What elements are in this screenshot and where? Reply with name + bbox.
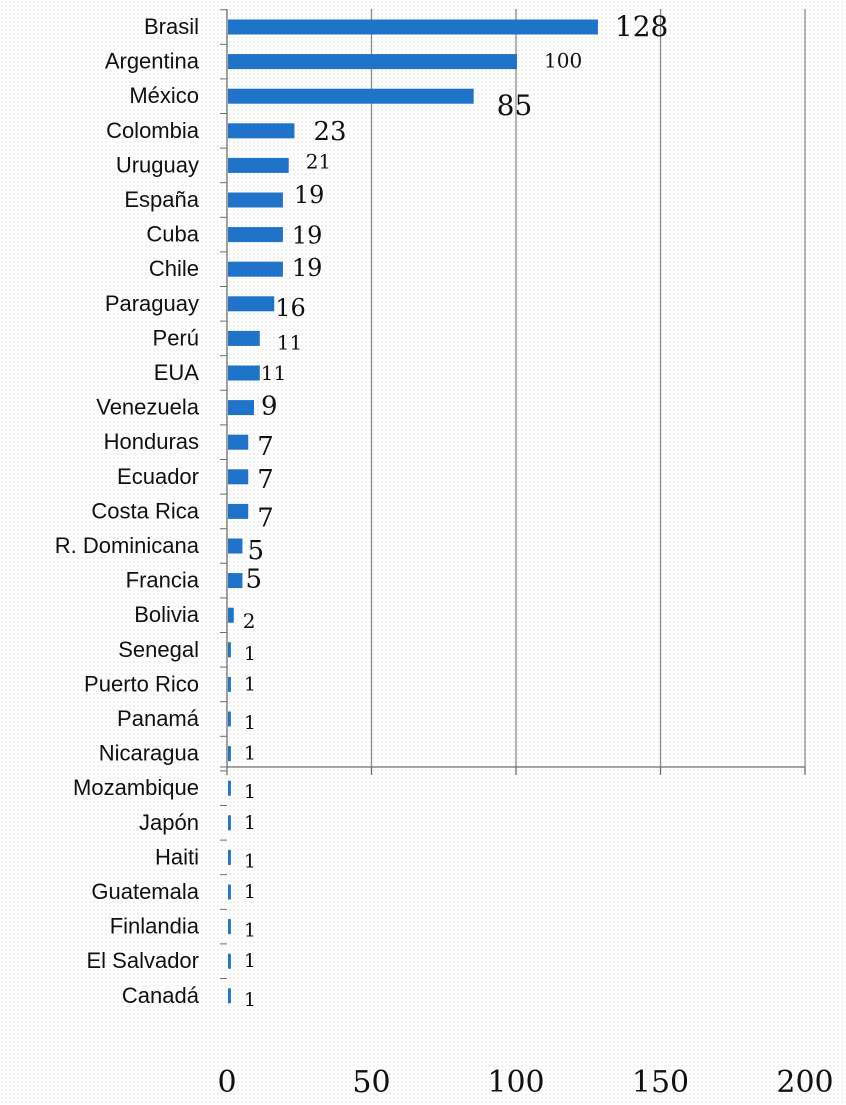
category-label: R. Dominicana xyxy=(55,533,200,558)
category-label: Cuba xyxy=(146,222,199,247)
category-label: Bolivia xyxy=(134,602,200,627)
data-label: 23 xyxy=(313,117,346,147)
bar-espa-a xyxy=(228,192,283,208)
bar-bolivia xyxy=(228,607,234,623)
data-label: 2 xyxy=(243,609,256,633)
category-label: Canadá xyxy=(122,983,200,1008)
bar-m-xico xyxy=(228,88,474,104)
axes xyxy=(220,9,806,979)
data-label: 9 xyxy=(261,392,278,422)
data-label: 11 xyxy=(277,330,302,354)
data-label: 1 xyxy=(244,850,256,872)
bar-paraguay xyxy=(228,296,275,312)
bar-panam- xyxy=(228,711,231,727)
bar-finlandia xyxy=(228,919,231,935)
bar-cuba xyxy=(228,227,283,243)
bar-nicaragua xyxy=(228,746,231,762)
data-label: 16 xyxy=(275,294,306,322)
bars xyxy=(228,19,598,1004)
data-label: 19 xyxy=(292,222,323,250)
data-label: 100 xyxy=(544,49,582,73)
category-label: Costa Rica xyxy=(91,498,199,523)
category-label: Ecuador xyxy=(117,464,199,489)
category-label: Mozambique xyxy=(73,775,199,800)
data-label: 7 xyxy=(257,432,274,462)
data-label: 5 xyxy=(245,565,262,595)
data-label: 1 xyxy=(244,950,256,972)
category-label: Panamá xyxy=(117,706,200,731)
data-label: 1 xyxy=(244,781,256,803)
category-label: Uruguay xyxy=(116,152,199,177)
bar-venezuela xyxy=(228,400,255,416)
category-labels: BrasilArgentinaMéxicoColombiaUruguayEspa… xyxy=(55,14,200,1008)
bar-francia xyxy=(228,573,243,589)
category-label: Puerto Rico xyxy=(84,671,199,696)
x-tick-label: 150 xyxy=(632,1065,689,1100)
data-label: 1 xyxy=(244,881,256,903)
category-label: Nicaragua xyxy=(99,741,200,766)
category-label: Francia xyxy=(126,568,200,593)
bar-puerto-rico xyxy=(228,676,231,692)
data-label: 7 xyxy=(257,465,274,495)
bar-senegal xyxy=(228,642,231,658)
bar-uruguay xyxy=(228,157,289,173)
bar-el-salvador xyxy=(228,953,231,969)
data-label: 21 xyxy=(306,149,331,173)
data-label: 1 xyxy=(244,712,256,734)
category-label: Paraguay xyxy=(105,291,199,316)
data-label: 11 xyxy=(261,361,286,385)
category-label: Finlandia xyxy=(110,914,200,939)
category-label: Guatemala xyxy=(91,879,199,904)
category-label: El Salvador xyxy=(86,948,199,973)
data-label: 1 xyxy=(244,920,256,942)
category-label: Chile xyxy=(149,256,199,281)
data-label: 1 xyxy=(244,812,256,834)
category-label: Colombia xyxy=(106,118,200,143)
bar-guatemala xyxy=(228,884,231,900)
category-label: Honduras xyxy=(104,429,199,454)
gridlines xyxy=(370,9,806,767)
data-label: 1 xyxy=(244,743,256,765)
category-label: México xyxy=(129,83,199,108)
bar-colombia xyxy=(228,123,295,139)
bar-mozambique xyxy=(228,780,231,796)
x-tick-labels: 0 50 100 150 200 xyxy=(217,1065,833,1100)
data-label: 5 xyxy=(247,536,264,566)
category-label: Venezuela xyxy=(96,395,200,420)
data-label: 1 xyxy=(244,643,256,665)
bar-chile xyxy=(228,261,283,277)
bar-eua xyxy=(228,365,260,381)
x-tick-label: 200 xyxy=(776,1065,833,1100)
x-tick-label: 50 xyxy=(352,1065,390,1100)
bar-per- xyxy=(228,330,260,346)
bar-jap-n xyxy=(228,815,231,831)
category-label: Argentina xyxy=(105,49,200,74)
data-label: 19 xyxy=(294,181,325,209)
category-label: Japón xyxy=(139,810,199,835)
data-label: 85 xyxy=(497,89,533,122)
x-tick-label: 0 xyxy=(217,1065,236,1100)
bar-r-dominicana xyxy=(228,538,243,554)
bar-costa-rica xyxy=(228,503,249,519)
category-label: Brasil xyxy=(144,14,199,39)
bar-brasil xyxy=(228,19,598,35)
x-tick-label: 100 xyxy=(487,1065,544,1100)
category-label: España xyxy=(124,187,199,212)
data-label: 7 xyxy=(257,503,274,533)
data-label: 1 xyxy=(244,989,256,1011)
data-label: 1 xyxy=(244,673,256,695)
data-label: 128 xyxy=(615,10,668,43)
category-label: Perú xyxy=(153,325,199,350)
bar-honduras xyxy=(228,434,249,450)
category-label: Senegal xyxy=(118,637,199,662)
bar-canad- xyxy=(228,988,231,1004)
bar-argentina xyxy=(228,54,517,70)
bar-haiti xyxy=(228,849,231,865)
data-labels: 1281008523211919191611119777552111111111… xyxy=(243,10,669,1011)
bar-ecuador xyxy=(228,469,249,485)
category-label: Haiti xyxy=(155,844,199,869)
category-label: EUA xyxy=(154,360,200,385)
data-label: 19 xyxy=(292,254,323,282)
